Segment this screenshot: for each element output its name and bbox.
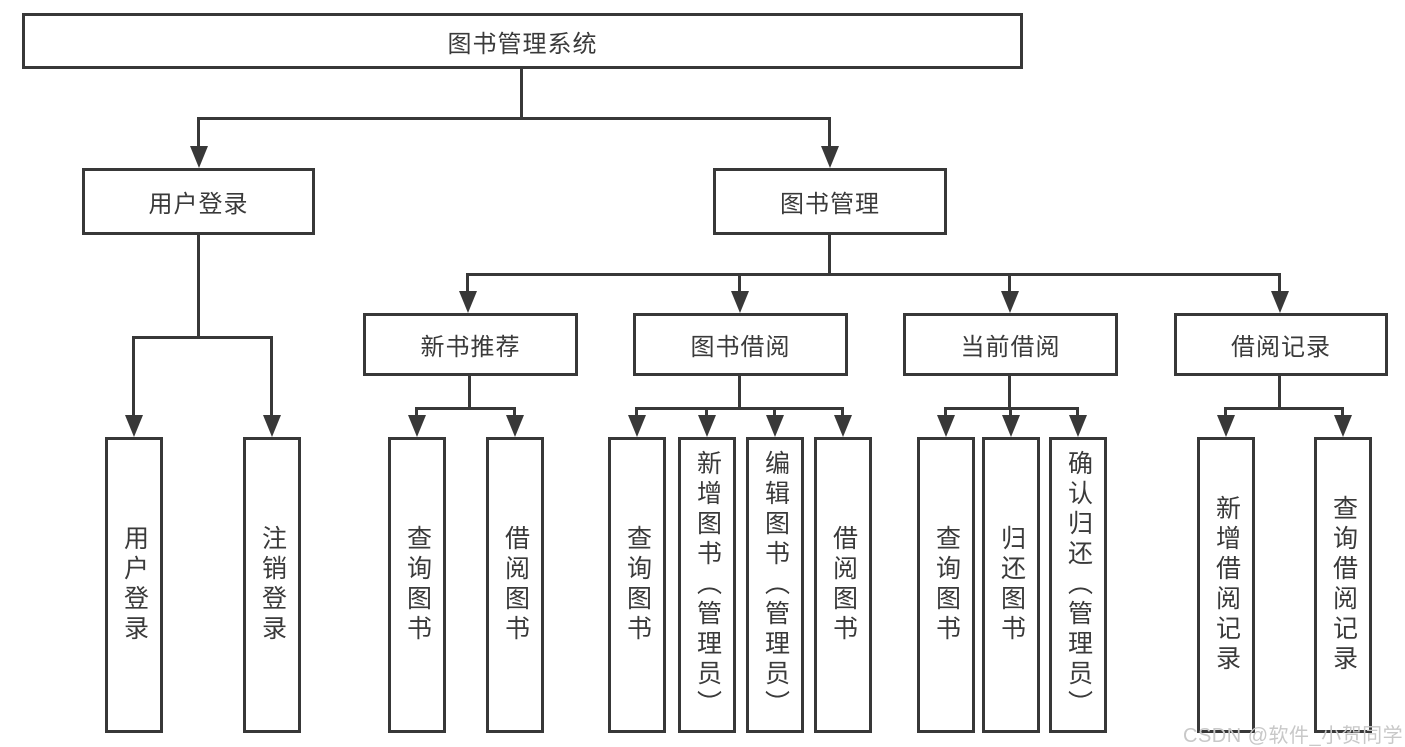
leaf-label: 编辑图书（管理员） bbox=[761, 450, 790, 720]
arrow-down bbox=[263, 415, 281, 437]
leaf-return-books: 归还图书 bbox=[982, 437, 1040, 733]
arrow-down bbox=[1002, 415, 1020, 437]
node-library-system: 图书管理系统 bbox=[22, 13, 1023, 69]
leaf-label: 确认归还（管理员） bbox=[1064, 450, 1093, 720]
connector-line bbox=[841, 407, 844, 416]
arrow-down bbox=[125, 415, 143, 437]
leaf-add-borrow-record: 新增借阅记录 bbox=[1197, 437, 1255, 733]
connector-line bbox=[1008, 374, 1011, 409]
node-label: 当前借阅 bbox=[960, 334, 1061, 361]
connector-line bbox=[1009, 407, 1012, 416]
connector-line bbox=[415, 407, 418, 416]
arrow-down bbox=[190, 146, 208, 168]
connector-line bbox=[513, 407, 516, 416]
connector-line bbox=[1278, 374, 1281, 409]
connector-line bbox=[635, 407, 638, 416]
arrow-down bbox=[408, 415, 426, 437]
arrow-down bbox=[459, 291, 477, 313]
node-label: 图书管理系统 bbox=[447, 30, 598, 58]
connector-line bbox=[197, 117, 200, 147]
leaf-label: 借阅图书 bbox=[829, 525, 858, 645]
leaf-user-login: 用户登录 bbox=[105, 437, 163, 733]
node-label: 用户登录 bbox=[148, 191, 249, 218]
connector-line bbox=[773, 407, 776, 416]
csdn-watermark: CSDN @软件_小贺同学 bbox=[1183, 725, 1404, 747]
arrow-down bbox=[1334, 415, 1352, 437]
leaf-query-borrow-record: 查询借阅记录 bbox=[1314, 437, 1372, 733]
arrow-down bbox=[821, 146, 839, 168]
arrow-down bbox=[1217, 415, 1235, 437]
arrow-down bbox=[834, 415, 852, 437]
connector-line bbox=[1224, 407, 1227, 416]
node-current-borrow: 当前借阅 bbox=[903, 313, 1118, 376]
connector-line bbox=[132, 336, 135, 416]
connector-line bbox=[466, 273, 1281, 276]
leaf-label: 查询图书 bbox=[932, 525, 961, 645]
node-label: 图书借阅 bbox=[690, 334, 791, 361]
node-label: 图书管理 bbox=[780, 191, 880, 218]
connector-line bbox=[738, 273, 741, 292]
connector-line bbox=[415, 407, 516, 410]
node-label: 新书推荐 bbox=[420, 334, 521, 361]
connector-line bbox=[197, 233, 200, 337]
node-book-borrow: 图书借阅 bbox=[633, 313, 848, 376]
connector-line bbox=[1224, 407, 1344, 410]
node-label: 借阅记录 bbox=[1231, 334, 1331, 361]
connector-line bbox=[520, 67, 523, 118]
leaf-label: 查询图书 bbox=[403, 525, 432, 645]
arrow-down bbox=[731, 291, 749, 313]
arrow-down bbox=[698, 415, 716, 437]
connector-line bbox=[828, 233, 831, 275]
arrow-down bbox=[1271, 291, 1289, 313]
leaf-borrow-books: 借阅图书 bbox=[814, 437, 872, 733]
leaf-query-books-recommend: 查询图书 bbox=[388, 437, 446, 733]
arrow-down bbox=[937, 415, 955, 437]
leaf-borrow-books-recommend: 借阅图书 bbox=[486, 437, 544, 733]
leaf-label: 查询图书 bbox=[623, 525, 652, 645]
arrow-down bbox=[1069, 415, 1087, 437]
leaf-label: 查询借阅记录 bbox=[1329, 495, 1358, 675]
leaf-confirm-return-admin: 确认归还（管理员） bbox=[1049, 437, 1107, 733]
node-borrow-records: 借阅记录 bbox=[1174, 313, 1388, 376]
connector-line bbox=[270, 336, 273, 416]
leaf-label: 新增借阅记录 bbox=[1212, 495, 1241, 675]
connector-line bbox=[466, 273, 469, 292]
leaf-query-books-borrow: 查询图书 bbox=[608, 437, 666, 733]
leaf-edit-books-admin: 编辑图书（管理员） bbox=[746, 437, 804, 733]
leaf-label: 新增图书（管理员） bbox=[693, 450, 722, 720]
arrow-down bbox=[766, 415, 784, 437]
leaf-logout: 注销登录 bbox=[243, 437, 301, 733]
connector-line bbox=[197, 117, 831, 120]
node-user-login: 用户登录 bbox=[82, 168, 315, 235]
connector-line bbox=[1008, 273, 1011, 292]
leaf-query-books-current: 查询图书 bbox=[917, 437, 975, 733]
arrow-down bbox=[628, 415, 646, 437]
connector-line bbox=[468, 374, 471, 409]
leaf-label: 注销登录 bbox=[258, 525, 287, 645]
connector-line bbox=[1278, 273, 1281, 292]
arrow-down bbox=[1001, 291, 1019, 313]
connector-line bbox=[944, 407, 947, 416]
connector-line bbox=[1076, 407, 1079, 416]
arrow-down bbox=[506, 415, 524, 437]
connector-line bbox=[738, 374, 741, 409]
node-book-management: 图书管理 bbox=[713, 168, 947, 235]
node-new-book-recommend: 新书推荐 bbox=[363, 313, 578, 376]
leaf-label: 用户登录 bbox=[120, 525, 149, 645]
leaf-label: 借阅图书 bbox=[501, 525, 530, 645]
connector-line bbox=[828, 117, 831, 147]
leaf-add-books-admin: 新增图书（管理员） bbox=[678, 437, 736, 733]
connector-line bbox=[1341, 407, 1344, 416]
connector-line bbox=[132, 336, 273, 339]
leaf-label: 归还图书 bbox=[997, 525, 1026, 645]
connector-line bbox=[705, 407, 708, 416]
connector-line bbox=[635, 407, 844, 410]
